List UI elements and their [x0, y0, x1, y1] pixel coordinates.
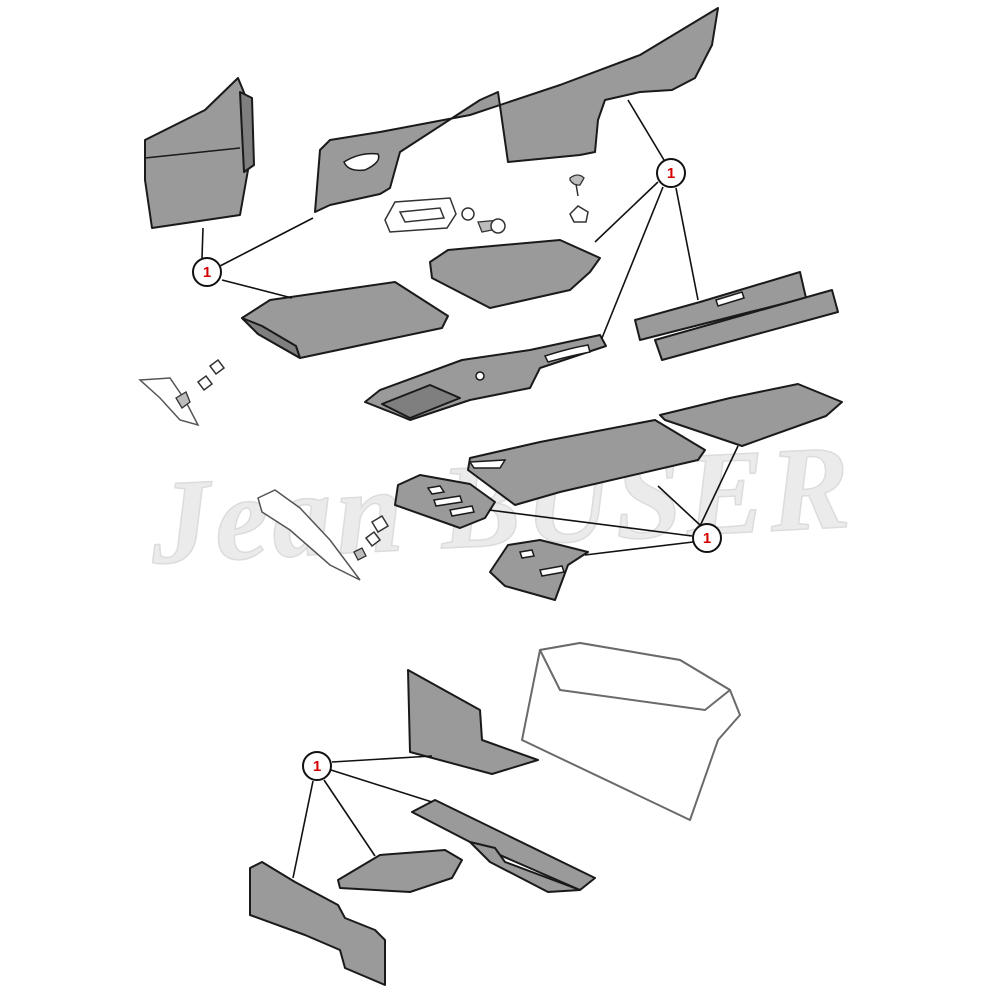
kick-panel-bracket [138, 358, 226, 427]
callout-number: 1 [703, 530, 711, 547]
front-right-floor-mat [659, 383, 843, 447]
front-left-kick-panel-mat [249, 861, 386, 986]
callout-number: 1 [667, 165, 675, 182]
leader-lines [201, 99, 739, 879]
rear-seat-back-mat [429, 239, 601, 309]
rear-deck-liner [314, 7, 719, 213]
left-rear-quarter-panel-mat [144, 77, 255, 229]
pedal-area-mat-upper [394, 474, 496, 529]
callout-number: 1 [203, 264, 211, 281]
callout-marker-middle-right: 1 [692, 523, 722, 553]
callout-marker-upper-right: 1 [656, 158, 686, 188]
front-compartment-liner [521, 642, 741, 821]
right-side-sill-mat [634, 271, 839, 361]
front-left-floor-mat [467, 419, 706, 506]
latch-hardware [384, 174, 589, 234]
pedal-bracket [257, 489, 390, 581]
front-footwell-mat [337, 849, 463, 893]
tunnel-cover-mat [364, 334, 607, 421]
callout-marker-lower-left: 1 [302, 751, 332, 781]
pedal-area-mat-lower [489, 539, 589, 601]
front-bulkhead-mat [407, 669, 539, 775]
callout-marker-upper-left: 1 [192, 257, 222, 287]
callout-number: 1 [313, 758, 321, 775]
